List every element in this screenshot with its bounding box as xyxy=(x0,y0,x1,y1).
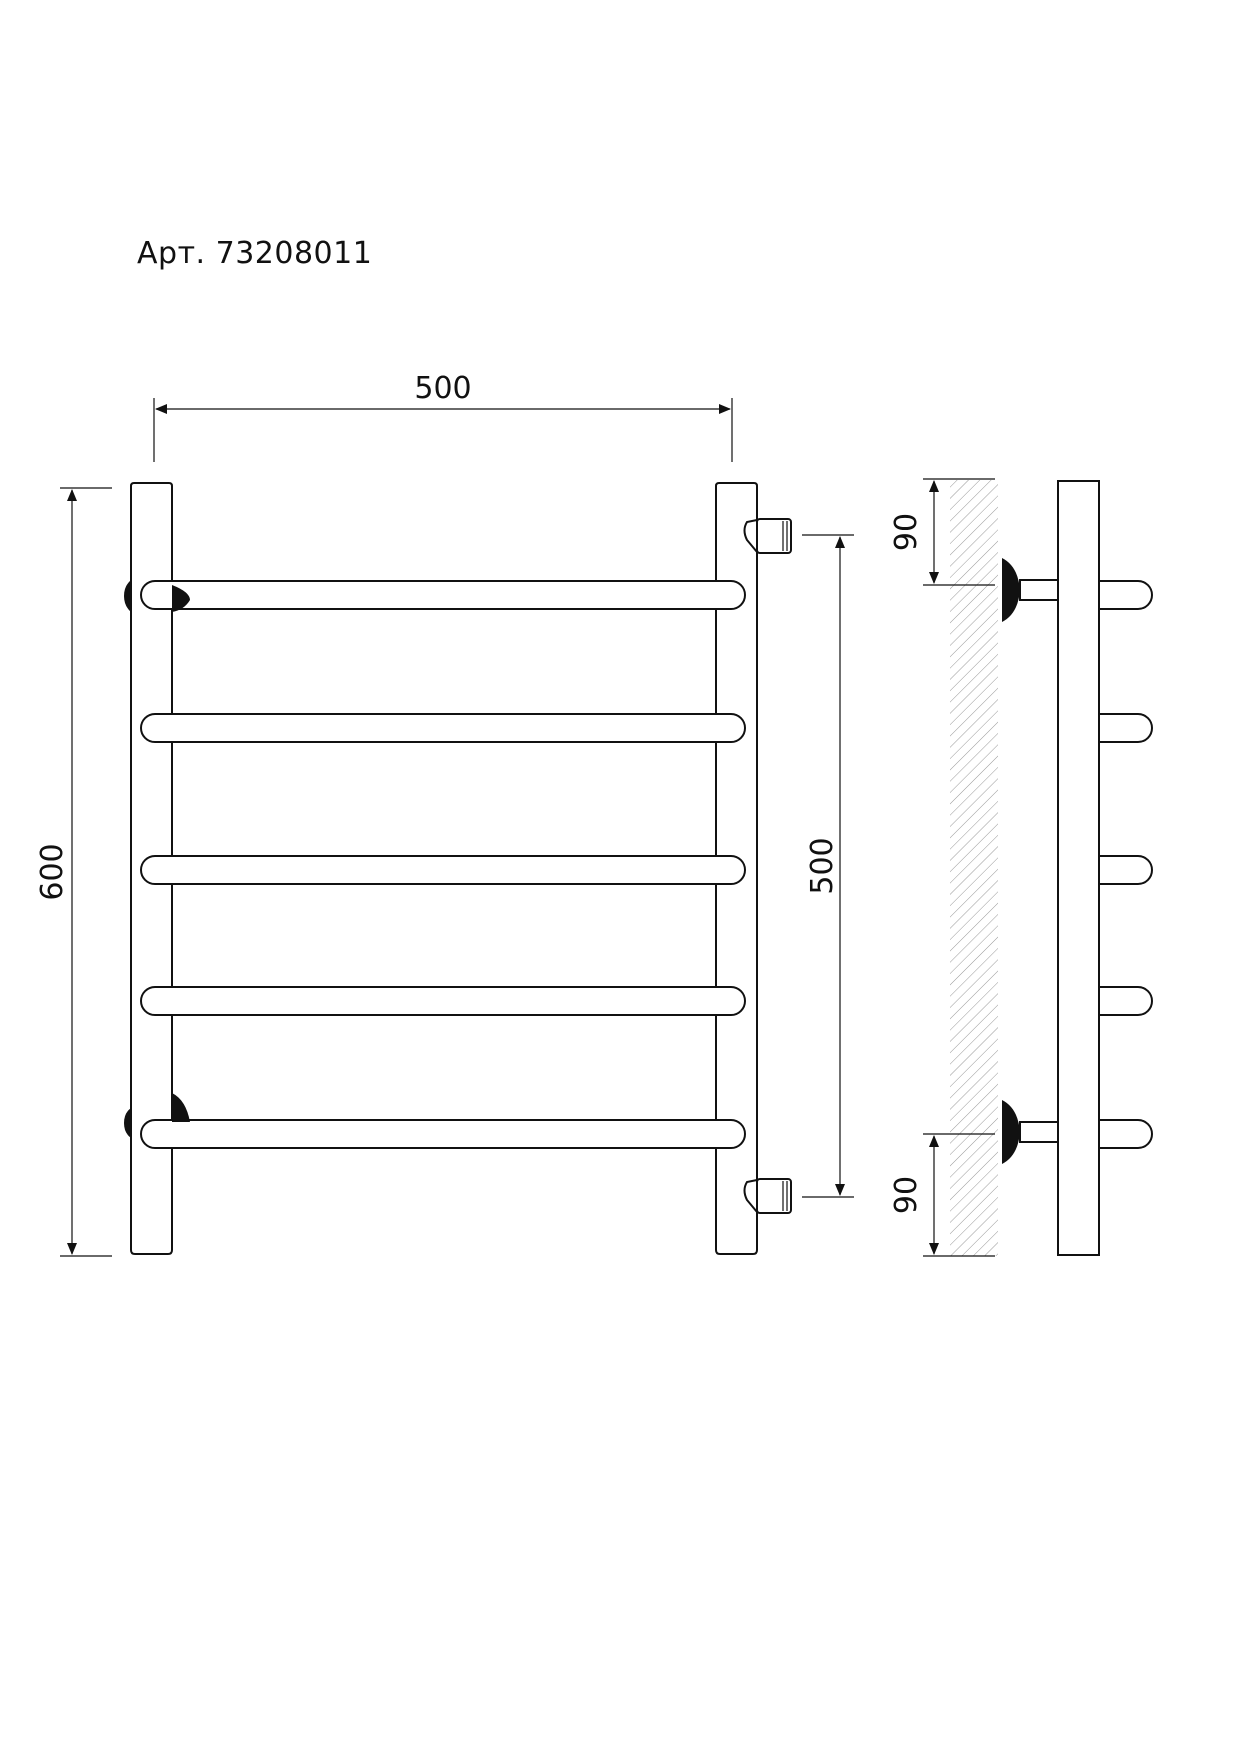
bracket-stem xyxy=(1019,579,1059,601)
wall-mount xyxy=(172,585,190,612)
bottom-connection xyxy=(743,1178,758,1215)
height-dimension: 600 xyxy=(35,487,112,1257)
rung-stub xyxy=(1098,580,1153,610)
bottom-connection-fitting xyxy=(756,1178,792,1214)
rung xyxy=(140,713,746,743)
wall-hatching xyxy=(950,480,998,1256)
bottom-offset-label: 90 xyxy=(889,1176,924,1214)
side-upright xyxy=(1057,480,1100,1256)
top-connection xyxy=(743,518,758,555)
width-label: 500 xyxy=(414,371,471,406)
bottom-offset-dimension: 90 xyxy=(889,1133,995,1257)
wall-mount xyxy=(124,1108,131,1138)
side-view: 90 90 xyxy=(889,478,1153,1257)
top-connection-fitting xyxy=(756,518,792,554)
rung xyxy=(140,580,746,610)
side-rungs xyxy=(1098,580,1153,1149)
bracket-stem xyxy=(1019,1121,1059,1143)
wall-bracket xyxy=(1002,558,1020,622)
height-label: 600 xyxy=(35,843,70,900)
rung-stub xyxy=(1098,713,1153,743)
article-number: Арт. 73208011 xyxy=(137,236,373,271)
rung xyxy=(140,1119,746,1149)
rung-stub xyxy=(1098,1119,1153,1149)
connection-spacing-label: 500 xyxy=(805,837,840,894)
rung xyxy=(140,855,746,885)
wall-bracket xyxy=(1002,1100,1020,1164)
side-wall-brackets xyxy=(1002,558,1059,1164)
wall-mount xyxy=(172,1093,190,1122)
front-connections xyxy=(743,518,792,1215)
connection-dimension: 500 xyxy=(802,534,854,1198)
front-wall-mounts xyxy=(124,580,190,1138)
top-offset-dimension: 90 xyxy=(889,478,995,586)
front-view: 500 600 500 xyxy=(35,371,854,1257)
rung-stub xyxy=(1098,855,1153,885)
width-dimension: 500 xyxy=(153,371,733,462)
front-rungs xyxy=(140,580,746,1149)
rung xyxy=(140,986,746,1016)
rung-stub xyxy=(1098,986,1153,1016)
top-offset-label: 90 xyxy=(889,513,924,551)
wall-mount xyxy=(124,580,131,612)
